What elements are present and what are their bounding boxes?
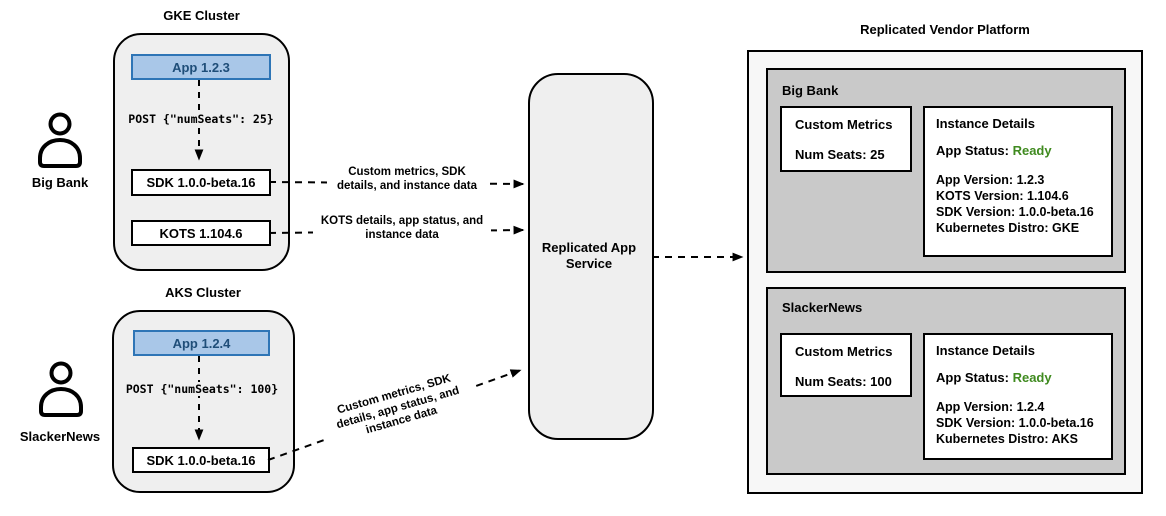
aks-sdk-arrow-label: Custom metrics, SDK details, app status,…: [315, 366, 481, 450]
app-version-line: App Version: 1.2.3: [936, 173, 1045, 187]
slackernews-user-label: SlackerNews: [19, 429, 101, 444]
replicated-app-service-box: [528, 73, 654, 440]
kubernetes-distro-line: Kubernetes Distro: AKS: [936, 432, 1078, 446]
gke-sdk-arrow-label: Custom metrics, SDK details, and instanc…: [327, 165, 487, 193]
replicated-app-service-label: Replicated App Service: [541, 240, 637, 271]
big-bank-user-icon: [38, 112, 82, 168]
custom-metrics-title: Custom Metrics: [795, 117, 893, 132]
instance-details-title: Instance Details: [936, 116, 1035, 131]
vendor-platform-title: Replicated Vendor Platform: [860, 22, 1030, 37]
app-status-line: App Status: Ready: [936, 143, 1100, 158]
aks-cluster-title: AKS Cluster: [165, 285, 241, 300]
gke-app-box: App 1.2.3: [131, 54, 271, 80]
gke-cluster-title: GKE Cluster: [163, 8, 240, 23]
slackernews-user-icon: [39, 361, 83, 417]
app-status-value: Ready: [1012, 143, 1052, 158]
kots-version-line: KOTS Version: 1.104.6: [936, 189, 1069, 203]
app-status-label: App Status:: [936, 370, 1009, 385]
app-status-label: App Status:: [936, 143, 1009, 158]
aks-app-box: App 1.2.4: [133, 330, 270, 356]
sdk-version-line: SDK Version: 1.0.0-beta.16: [936, 205, 1094, 219]
num-seats-value: Num Seats: 25: [795, 147, 885, 162]
gke-kots-box: KOTS 1.104.6: [131, 220, 271, 246]
sdk-version-line: SDK Version: 1.0.0-beta.16: [936, 416, 1094, 430]
big-bank-panel-title: Big Bank: [782, 83, 839, 98]
instance-detail-lines: App Version: 1.2.4 SDK Version: 1.0.0-be…: [936, 399, 1100, 447]
big-bank-custom-metrics-box: Custom Metrics Num Seats: 25: [780, 106, 912, 172]
aks-post-label: POST {"numSeats": 100}: [114, 382, 290, 396]
gke-sdk-box: SDK 1.0.0-beta.16: [131, 169, 271, 196]
aks-sdk-box: SDK 1.0.0-beta.16: [132, 447, 270, 473]
big-bank-instance-details-box: Instance Details App Status: Ready App V…: [923, 106, 1113, 257]
app-status-line: App Status: Ready: [936, 370, 1100, 385]
app-status-value: Ready: [1012, 370, 1052, 385]
slackernews-custom-metrics-box: Custom Metrics Num Seats: 100: [780, 333, 912, 397]
custom-metrics-title: Custom Metrics: [795, 344, 893, 359]
big-bank-user-label: Big Bank: [31, 175, 89, 190]
gke-post-label: POST {"numSeats": 25}: [116, 112, 286, 126]
instance-details-title: Instance Details: [936, 343, 1035, 358]
kubernetes-distro-line: Kubernetes Distro: GKE: [936, 221, 1080, 235]
slackernews-instance-details-box: Instance Details App Status: Ready App V…: [923, 333, 1113, 460]
gke-kots-arrow-label: KOTS details, app status, and instance d…: [313, 214, 491, 242]
instance-detail-lines: App Version: 1.2.3 KOTS Version: 1.104.6…: [936, 172, 1100, 236]
num-seats-value: Num Seats: 100: [795, 374, 892, 389]
app-version-line: App Version: 1.2.4: [936, 400, 1045, 414]
slackernews-panel-title: SlackerNews: [782, 300, 863, 315]
